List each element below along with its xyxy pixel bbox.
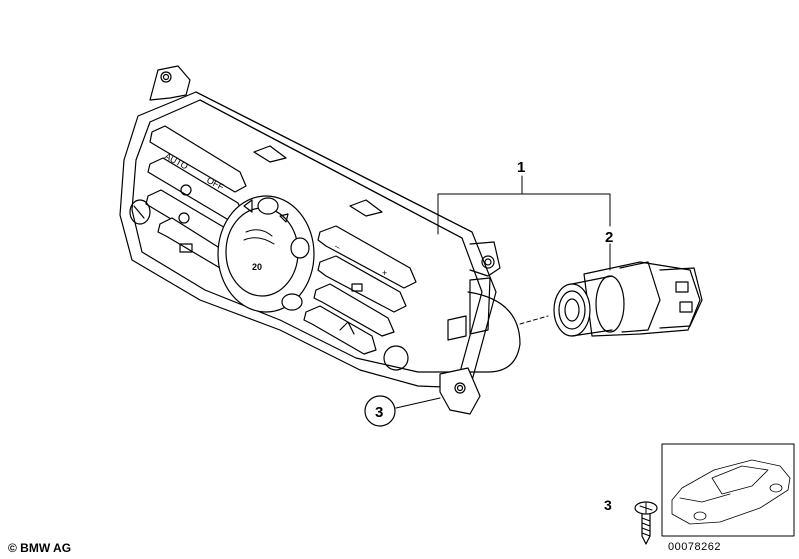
- car-silhouette-icon: [671, 459, 791, 525]
- inset-part-number: 3: [604, 497, 612, 513]
- diagram-id: 00078262: [668, 541, 721, 553]
- plus-label: +: [382, 268, 387, 278]
- callout-3-circle: [364, 395, 396, 427]
- left-button-stack: [145, 125, 247, 269]
- callout-1: 1: [517, 159, 525, 176]
- display-text: 20: [252, 262, 262, 272]
- leader-lines: [395, 175, 611, 409]
- sensor-connector: [553, 261, 703, 337]
- screw-icon: [634, 501, 658, 545]
- minus-label: –: [333, 241, 342, 252]
- copyright-label: © BMW AG: [8, 541, 72, 555]
- temperature-dial: [217, 195, 315, 313]
- right-button-stack: [303, 225, 417, 355]
- climate-control-panel: [119, 65, 521, 415]
- inset-box: [634, 443, 795, 545]
- callout-3: 3: [375, 404, 383, 421]
- callout-2: 2: [605, 229, 613, 246]
